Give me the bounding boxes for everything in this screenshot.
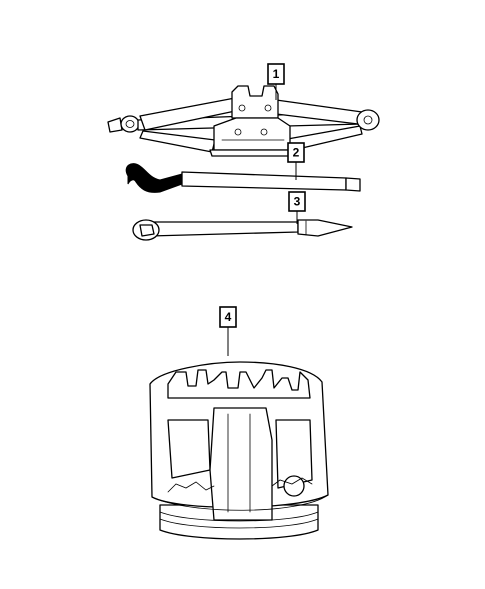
callout-1-label: 1	[273, 67, 280, 81]
callout-3: 3	[288, 191, 306, 212]
jack-handle	[125, 163, 361, 193]
callout-4-label: 4	[225, 310, 232, 324]
callout-2-label: 2	[293, 146, 300, 160]
callout-3-label: 3	[294, 195, 301, 209]
scissor-jack	[107, 85, 380, 157]
callout-2: 2	[287, 142, 305, 163]
foam-tool-tray	[149, 361, 329, 540]
lug-wrench	[132, 219, 353, 241]
callout-1: 1	[267, 63, 285, 85]
callout-4: 4	[219, 306, 237, 328]
